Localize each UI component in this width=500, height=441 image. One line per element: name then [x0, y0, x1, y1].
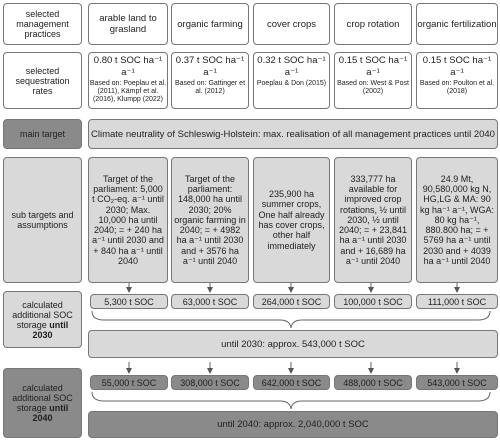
soc-2040-organic-fertilization: 543,000 t SOC	[416, 375, 498, 390]
rate-source: Based on: Poeplau et al. (2011), Kämpf e…	[89, 80, 167, 103]
row-label-sub-targets: sub targets and assumptions	[3, 157, 82, 283]
soc-2040-value: 642,000 t SOC	[261, 377, 322, 388]
soc-2040-value: 488,000 t SOC	[343, 377, 403, 388]
rate-source: Based on: Gattinger et al. (2012)	[174, 80, 246, 95]
practice-header-organic-fertilization: organic fertilization	[416, 3, 498, 45]
sub-target-organic-farming: Target of the parliament: 148,000 ha unt…	[171, 157, 249, 283]
row-label-practices: selected management practices	[3, 3, 82, 45]
calc-2030-label-part: calculated additional SOC storage	[12, 299, 73, 330]
soc-2030-value: 264,000 t SOC	[261, 296, 322, 307]
soc-2040-organic-farming: 308,000 t SOC	[171, 375, 249, 390]
rate-box-organic-farming: 0.37 t SOC ha⁻¹ a⁻¹ Based on: Gattinger …	[171, 52, 249, 109]
row-label-main-target: main target	[3, 119, 82, 149]
soc-2030-organic-fertilization: 111,000 t SOC	[416, 294, 498, 309]
total-2040-text: until 2040: approx. 2,040,000 t SOC	[217, 419, 369, 430]
rate-value: 0.32 t SOC ha⁻¹ a⁻¹	[257, 55, 326, 78]
total-2040-box: until 2040: approx. 2,040,000 t SOC	[88, 411, 498, 438]
soc-2030-value: 5,300 t SOC	[104, 296, 154, 307]
practice-header-text: organic fertilization	[417, 18, 497, 30]
practice-header-text: arable land to grasland	[99, 13, 157, 35]
soc-2030-organic-farming: 63,000 t SOC	[171, 294, 249, 309]
row-label-main-target-text: main target	[19, 129, 66, 139]
soc-2040-value: 543,000 t SOC	[427, 377, 487, 388]
practice-header-cover-crops: cover crops	[253, 3, 330, 45]
sub-target-text: 235,900 ha summer crops, One half alread…	[258, 189, 325, 251]
sub-target-text: 24.9 Mt, 90,580,000 kg N, HG,LG & MA: 90…	[419, 173, 495, 267]
soc-2040-cover-crops: 642,000 t SOC	[253, 375, 330, 390]
row-label-practices-text: selected management practices	[16, 9, 69, 39]
practice-header-arable-to-grassland: arable land to grasland	[88, 3, 168, 45]
soc-2030-cover-crops: 264,000 t SOC	[253, 294, 330, 309]
rate-source: Based on: Poulton et al. (2018)	[419, 80, 495, 95]
practice-header-text: crop rotation	[346, 18, 400, 30]
main-target-text: Climate neutrality of Schleswig-Holstein…	[91, 128, 495, 140]
sub-target-crop-rotation: 333,777 ha available for improved crop r…	[334, 157, 412, 283]
row-label-rates: selected sequestration rates	[3, 52, 82, 109]
rate-box-organic-fertilization: 0.15 t SOC ha⁻¹ a⁻¹ Based on: Poulton et…	[416, 52, 498, 109]
calc-2040-label-until: until	[49, 403, 69, 413]
sub-target-organic-fertilization: 24.9 Mt, 90,580,000 kg N, HG,LG & MA: 90…	[416, 157, 498, 283]
total-2030-text: until 2030: approx. 543,000 t SOC	[221, 338, 365, 350]
rate-box-arable-to-grassland: 0.80 t SOC ha⁻¹ a⁻¹ Based on: Poeplau et…	[88, 52, 168, 109]
calc-2040-label-part: calculated additional SOC storage	[12, 383, 73, 413]
soc-2030-arable-to-grassland: 5,300 t SOC	[90, 294, 168, 309]
row-label-sub-targets-text: sub targets and assumptions	[11, 210, 74, 230]
soc-2040-value: 308,000 t SOC	[180, 377, 240, 388]
rate-value: 0.37 t SOC ha⁻¹ a⁻¹	[175, 55, 245, 78]
rate-box-crop-rotation: 0.15 t SOC ha⁻¹ a⁻¹ Based on: West & Pos…	[334, 52, 412, 109]
soc-2030-value: 100,000 t SOC	[343, 296, 403, 307]
sub-target-cover-crops: 235,900 ha summer crops, One half alread…	[253, 157, 330, 283]
total-2030-box: until 2030: approx. 543,000 t SOC	[88, 330, 498, 358]
practice-header-text: organic farming	[177, 18, 243, 30]
sub-target-text: Target of the parliament: 5,000 t CO₂-eq…	[92, 173, 164, 267]
soc-2040-crop-rotation: 488,000 t SOC	[334, 375, 412, 390]
rate-value: 0.80 t SOC ha⁻¹ a⁻¹	[93, 55, 163, 78]
soc-2040-value: 55,000 t SOC	[101, 377, 157, 388]
rate-value: 0.15 t SOC ha⁻¹ a⁻¹	[338, 55, 408, 78]
practice-header-crop-rotation: crop rotation	[334, 3, 412, 45]
soc-2030-value: 63,000 t SOC	[182, 296, 238, 307]
calc-2040-label-year: 2040	[32, 413, 53, 423]
soc-2040-arable-to-grassland: 55,000 t SOC	[90, 375, 168, 390]
practice-header-text: cover crops	[266, 18, 317, 30]
soc-2030-value: 111,000 t SOC	[427, 296, 487, 307]
rate-source: Based on: West & Post (2002)	[337, 80, 409, 95]
calc-2030-label-year: 2030	[32, 329, 53, 340]
sub-target-arable-to-grassland: Target of the parliament: 5,000 t CO₂-eq…	[88, 157, 168, 283]
row-label-rates-text: selected sequestration rates	[15, 65, 70, 96]
rate-source: Poeplau & Don (2015)	[256, 80, 327, 87]
main-target-box: Climate neutrality of Schleswig-Holstein…	[88, 119, 498, 149]
practice-header-organic-farming: organic farming	[171, 3, 249, 45]
soc-2030-crop-rotation: 100,000 t SOC	[334, 294, 412, 309]
rate-box-cover-crops: 0.32 t SOC ha⁻¹ a⁻¹ Poeplau & Don (2015)	[253, 52, 330, 109]
calc-2030-label-until: until	[49, 319, 69, 330]
sub-target-text: Target of the parliament: 148,000 ha unt…	[174, 173, 246, 267]
rate-value: 0.15 t SOC ha⁻¹ a⁻¹	[422, 55, 492, 78]
sub-target-text: 333,777 ha available for improved crop r…	[338, 173, 408, 267]
